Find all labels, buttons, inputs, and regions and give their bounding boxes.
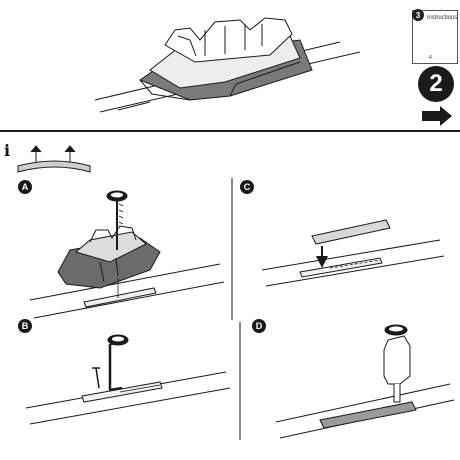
reference-card-footer: 4 [429,55,432,61]
panel-c-illustration [261,219,445,287]
reference-card-number: 3 [412,9,424,21]
panel-d-illustration [275,324,455,439]
panel-a-label: A [18,180,32,194]
panel-b-illustration [25,334,231,425]
info-icon: i [4,141,11,160]
panel-c-label: C [240,180,254,194]
arrow-right-icon [422,106,452,126]
panel-b-label: B [18,319,32,333]
reference-card: 3 instructions 4 [412,9,458,64]
reference-card-text: instructions [427,15,458,21]
step-number-badge: 2 [418,66,454,102]
panel-a-illustration [29,190,225,319]
top-foot-illustration [94,17,361,113]
roof-markers-illustration [17,145,91,173]
panel-d-label: D [252,319,266,333]
